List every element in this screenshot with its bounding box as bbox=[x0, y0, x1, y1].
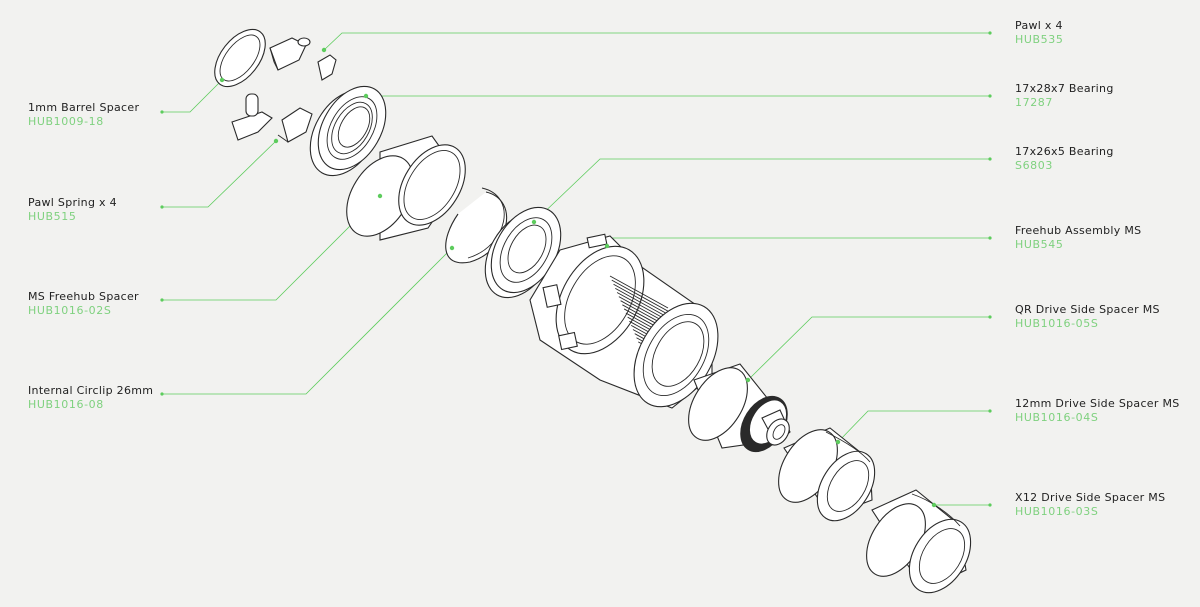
part-name: Pawl Spring x 4 bbox=[28, 196, 117, 209]
leader-pawl bbox=[323, 32, 990, 51]
leader-qr-spacer bbox=[747, 316, 990, 381]
leader-12mm-spacer-anchor-dot bbox=[835, 439, 841, 445]
part-code: HUB1016-03S bbox=[1015, 505, 1099, 518]
part-code: HUB515 bbox=[28, 210, 77, 223]
freehub-spline bbox=[609, 275, 669, 309]
part-name: 12mm Drive Side Spacer MS bbox=[1015, 397, 1180, 410]
leader-bearing-17x28x7-anchor-dot bbox=[363, 93, 369, 99]
label-bearing-17x28x7: 17x28x7 Bearing 17287 bbox=[1015, 82, 1195, 109]
label-pawl-spring: Pawl Spring x 4 HUB515 bbox=[28, 196, 208, 223]
leader-pawl-spring-anchor-dot bbox=[273, 138, 279, 144]
leader-qr-spacer-end-dot bbox=[988, 315, 992, 319]
leader-freehub-assembly-anchor-dot bbox=[604, 243, 610, 249]
leader-x12-spacer-end-dot bbox=[988, 503, 992, 507]
part-name: X12 Drive Side Spacer MS bbox=[1015, 491, 1166, 504]
part-code: HUB1009-18 bbox=[28, 115, 104, 128]
leader-12mm-spacer-end-dot bbox=[988, 409, 992, 413]
bearing-17x26x5-part bbox=[484, 206, 562, 299]
leader-barrel-spacer-anchor-dot bbox=[219, 77, 225, 83]
bearing-17x28x7-part bbox=[309, 85, 387, 177]
leader-lines bbox=[162, 32, 990, 506]
leader-circlip-anchor-dot bbox=[449, 245, 455, 251]
leader-circlip bbox=[162, 247, 453, 395]
12mm-drive-side-spacer-part bbox=[778, 427, 876, 522]
part-name: Internal Circlip 26mm bbox=[28, 384, 154, 397]
leader-bearing-17x26x5-anchor-dot bbox=[531, 219, 537, 225]
part-code: HUB1016-05S bbox=[1015, 317, 1099, 330]
part-name: 1mm Barrel Spacer bbox=[28, 101, 140, 114]
leader-pawl-end-dot bbox=[988, 31, 992, 35]
leader-bearing-17x26x5-end-dot bbox=[988, 157, 992, 161]
pawl-spring-part bbox=[231, 93, 313, 143]
label-freehub-spacer: MS Freehub Spacer HUB1016-02S bbox=[28, 290, 208, 317]
label-pawl: Pawl x 4 HUB535 bbox=[1015, 19, 1195, 46]
leader-pawl-anchor-dot bbox=[321, 47, 327, 53]
leader-x12-spacer-anchor-dot bbox=[931, 502, 937, 508]
leader-freehub-assembly bbox=[606, 237, 990, 247]
qr-drive-side-spacer-part bbox=[688, 363, 791, 453]
leader-freehub-spacer bbox=[162, 195, 381, 301]
part-name: 17x26x5 Bearing bbox=[1015, 145, 1114, 158]
leader-12mm-spacer bbox=[837, 410, 990, 443]
barrel-spacer-part bbox=[214, 28, 266, 88]
part-name: Freehub Assembly MS bbox=[1015, 224, 1142, 237]
leader-barrel-spacer-end-dot bbox=[160, 110, 164, 114]
leader-freehub-assembly-end-dot bbox=[988, 236, 992, 240]
leader-pawl-spring bbox=[162, 140, 277, 208]
part-code: HUB535 bbox=[1015, 33, 1064, 46]
label-12mm-drive-side-spacer: 12mm Drive Side Spacer MS HUB1016-04S bbox=[1015, 397, 1195, 424]
part-name: 17x28x7 Bearing bbox=[1015, 82, 1114, 95]
leader-bearing-17x28x7-end-dot bbox=[988, 94, 992, 98]
pawl-part-top bbox=[269, 37, 337, 81]
freehub-assembly-part bbox=[529, 233, 719, 409]
label-barrel-spacer: 1mm Barrel Spacer HUB1009-18 bbox=[28, 101, 208, 128]
leader-bearing-17x26x5 bbox=[533, 158, 990, 223]
part-name: QR Drive Side Spacer MS bbox=[1015, 303, 1160, 316]
freehub-spline bbox=[611, 279, 670, 313]
label-internal-circlip: Internal Circlip 26mm HUB1016-08 bbox=[28, 384, 208, 411]
part-code: HUB1016-08 bbox=[28, 398, 104, 411]
leader-pawl-spring-end-dot bbox=[160, 205, 164, 209]
leader-freehub-spacer-end-dot bbox=[160, 298, 164, 302]
leader-qr-spacer-anchor-dot bbox=[745, 377, 751, 383]
part-code: HUB1016-04S bbox=[1015, 411, 1099, 424]
freehub-spline bbox=[613, 283, 672, 317]
part-code: 17287 bbox=[1015, 96, 1053, 109]
part-code: HUB545 bbox=[1015, 238, 1064, 251]
part-code: HUB1016-02S bbox=[28, 304, 112, 317]
leader-barrel-spacer bbox=[162, 79, 223, 113]
x12-drive-side-spacer-part bbox=[866, 489, 972, 594]
label-bearing-17x26x5: 17x26x5 Bearing S6803 bbox=[1015, 145, 1195, 172]
label-qr-drive-side-spacer: QR Drive Side Spacer MS HUB1016-05S bbox=[1015, 303, 1195, 330]
label-freehub-assembly: Freehub Assembly MS HUB545 bbox=[1015, 224, 1195, 251]
leader-freehub-spacer-anchor-dot bbox=[377, 193, 383, 199]
leader-circlip-end-dot bbox=[160, 392, 164, 396]
leader-dots bbox=[160, 31, 992, 508]
part-name: MS Freehub Spacer bbox=[28, 290, 139, 303]
label-x12-drive-side-spacer: X12 Drive Side Spacer MS HUB1016-03S bbox=[1015, 491, 1195, 518]
part-code: S6803 bbox=[1015, 159, 1053, 172]
part-name: Pawl x 4 bbox=[1015, 19, 1063, 32]
